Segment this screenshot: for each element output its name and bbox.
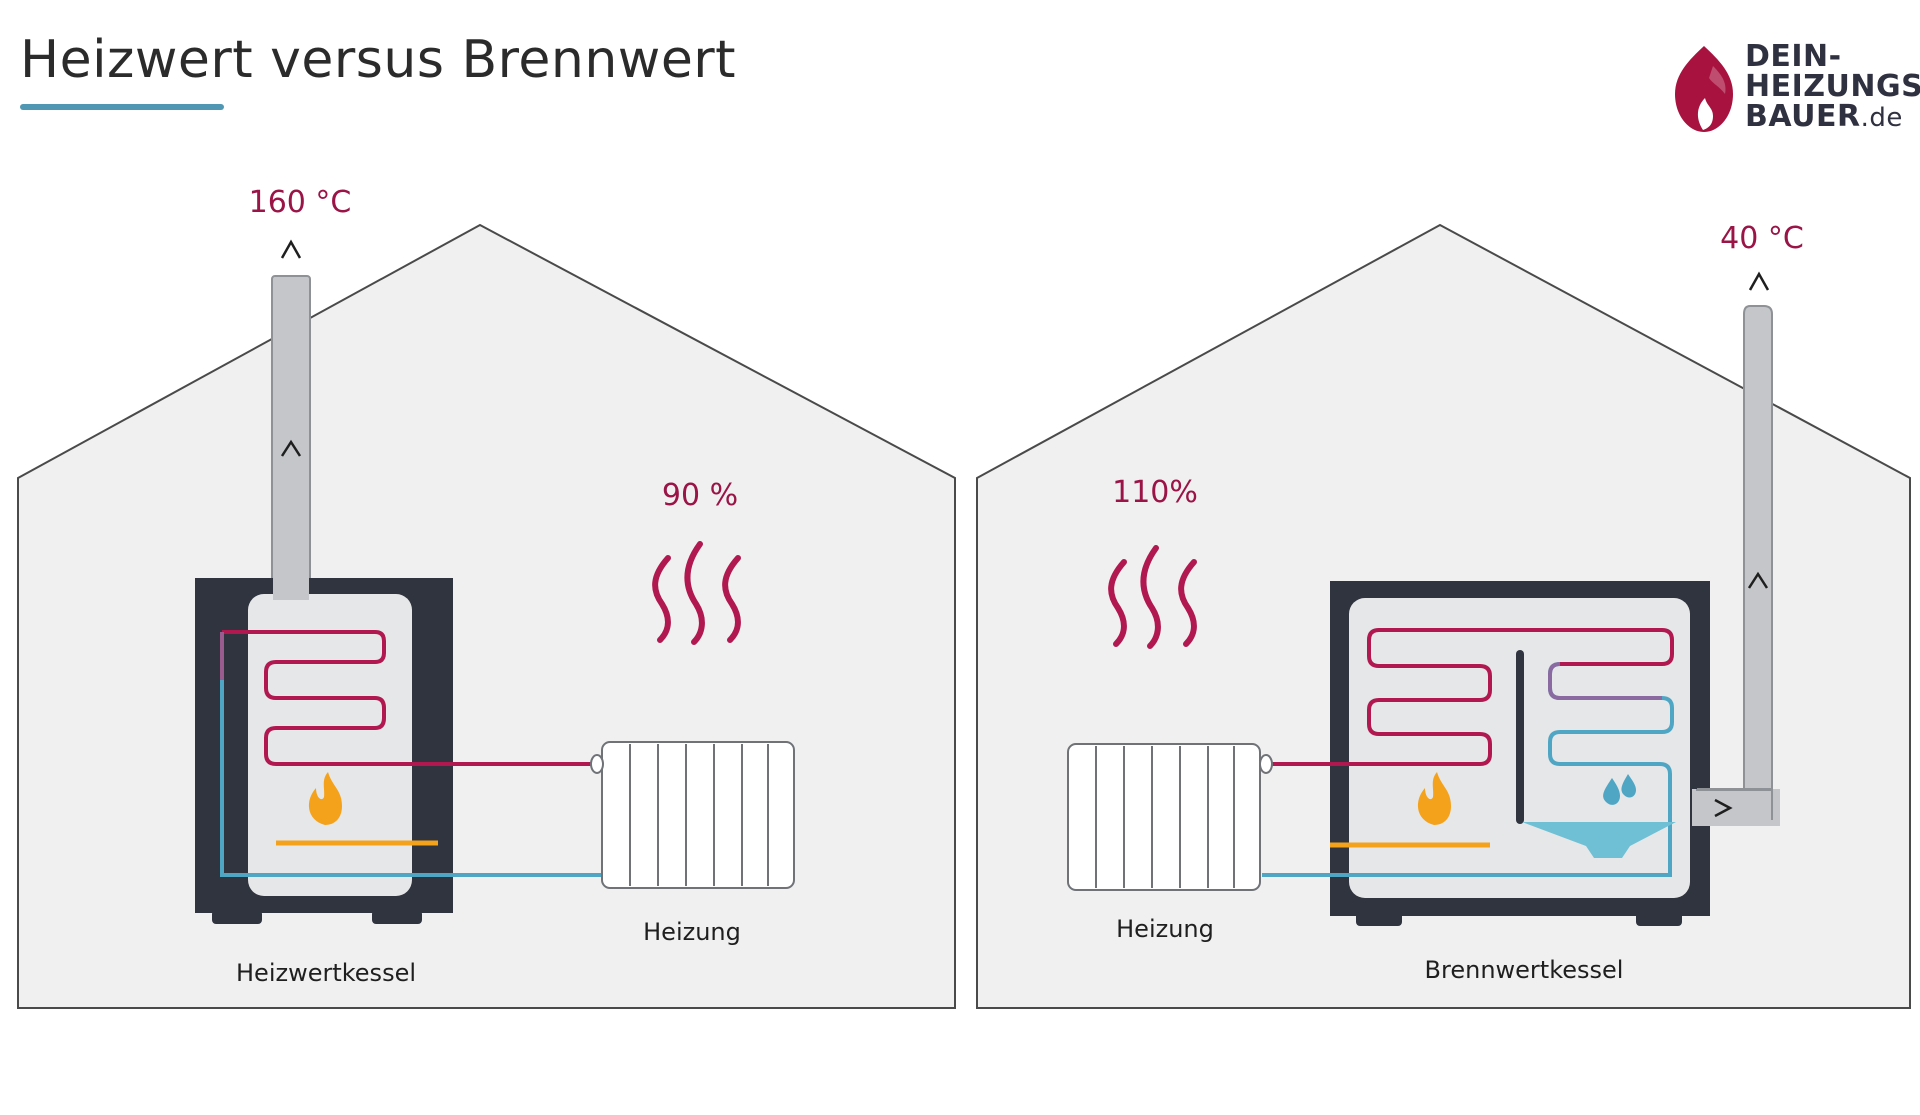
page-title: Heizwert versus Brennwert [20, 30, 737, 90]
logo-line3: BAUER [1745, 99, 1861, 134]
left-radiator [601, 741, 795, 889]
boiler-chamber [248, 594, 412, 896]
heat-coil [1270, 628, 1674, 766]
radiator-valve [590, 754, 604, 774]
flow-arrow-icon [1714, 798, 1733, 818]
water-drop-icon [1603, 778, 1620, 805]
radiator-valve [1259, 754, 1273, 774]
chimney-base [1692, 789, 1780, 826]
title-underline [20, 104, 224, 110]
exhaust-arrow-icon [1748, 271, 1770, 291]
logo-text: DEIN- HEIZUNGS BAUER.de [1745, 39, 1920, 134]
right-house: 40 °C 110% B [976, 221, 1911, 1009]
house-outline [17, 223, 956, 1009]
chimney [1697, 305, 1773, 790]
right-boiler-label: Brennwertkessel [1425, 956, 1624, 984]
boiler-foot [1356, 912, 1402, 926]
chimney-base [273, 578, 309, 600]
heat-waves-icon [1108, 545, 1197, 649]
flame-icon [1417, 772, 1451, 825]
return-pipe [220, 632, 602, 877]
flame-icon [308, 772, 342, 825]
heat-coil [222, 630, 593, 766]
radiator-fins [629, 744, 769, 886]
left-boiler-label: Heizwertkessel [236, 959, 416, 987]
right-radiator-label: Heizung [1116, 915, 1214, 943]
coil-blend [1548, 662, 1662, 700]
chimney-arrow-icon [1747, 571, 1769, 589]
left-exhaust-temp: 160 °C [249, 185, 352, 220]
right-exhaust-temp: 40 °C [1720, 221, 1804, 256]
logo-line1: DEIN- [1745, 39, 1842, 74]
logo-domain: .de [1860, 103, 1903, 133]
heat-waves-icon [652, 541, 741, 645]
boiler-foot [1636, 912, 1682, 926]
boiler-foot [372, 910, 422, 924]
right-radiator [1067, 743, 1261, 891]
logo: DEIN- HEIZUNGS BAUER.de [1673, 40, 1920, 140]
chimney-arrow-icon [280, 439, 302, 457]
condensate-tray [1522, 822, 1676, 858]
flue-connector [1696, 789, 1773, 820]
left-efficiency: 90 % [662, 478, 738, 513]
left-radiator-label: Heizung [643, 918, 741, 946]
logo-line2: HEIZUNGS [1745, 69, 1920, 104]
radiator-fins [1095, 746, 1235, 888]
left-house: 160 °C 90 % H [17, 185, 956, 1009]
boiler-foot [212, 910, 262, 924]
flame-drop-icon [1675, 46, 1733, 132]
water-drop-icon [1621, 774, 1636, 798]
exhaust-arrow-icon [280, 239, 302, 259]
right-efficiency: 110% [1112, 475, 1198, 510]
